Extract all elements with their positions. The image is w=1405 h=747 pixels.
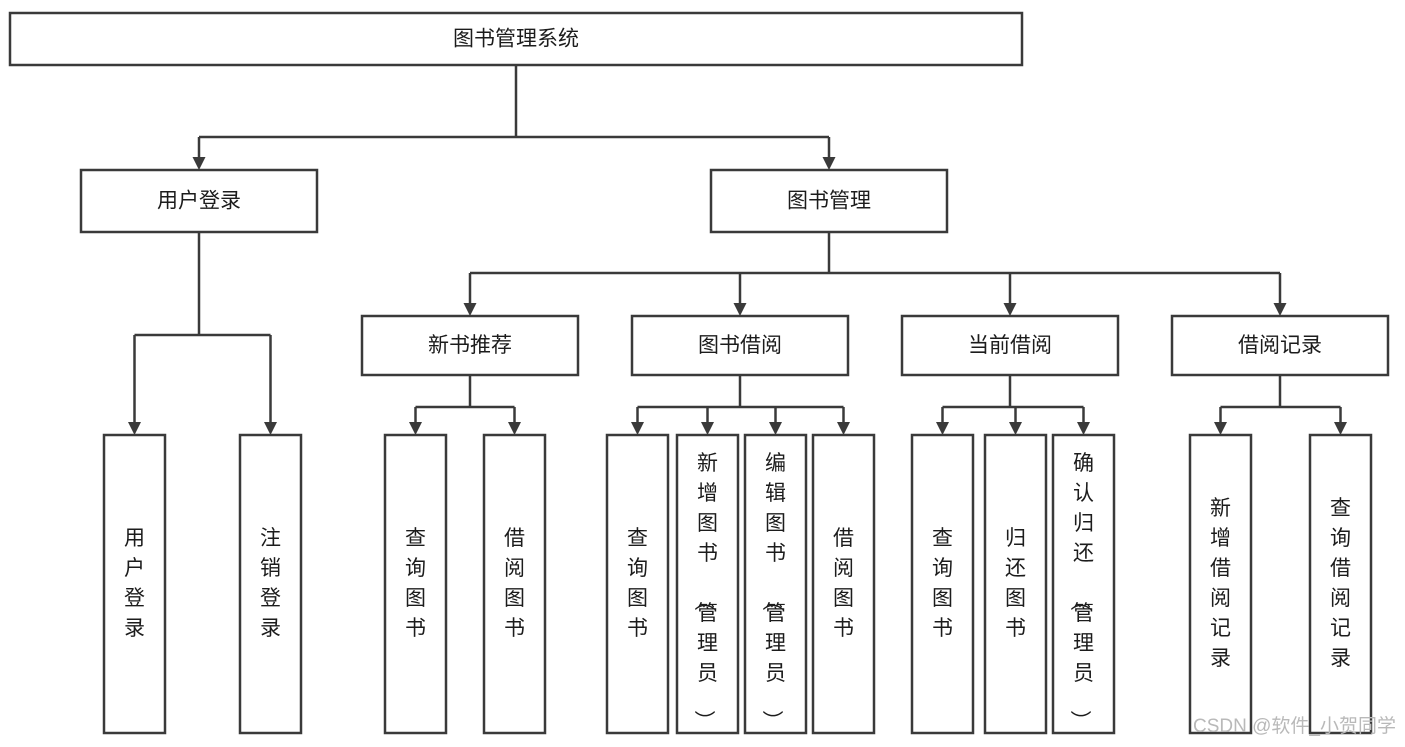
node-leaf-query-book-current[interactable]: 查询图书 [910,433,975,735]
node-label: 用户登录 [124,527,145,640]
watermark-label: CSDN @软件_小贺同学 [1193,715,1396,737]
node-book-borrow[interactable]: 图书借阅 [630,314,850,377]
node-label: 查询图书 [627,527,648,640]
node-label: 借阅记录 [1238,334,1322,357]
node-root-图书管理系统[interactable]: 图书管理系统 [8,11,1024,67]
node-book-management[interactable]: 图书管理 [709,168,949,234]
node-leaf-query-borrow-record[interactable]: 查询借阅记录 [1308,433,1373,735]
node-leaf-user-login[interactable]: 用户登录 [102,433,167,735]
node-label: 新书推荐 [428,334,512,357]
node-leaf-query-book-borrow[interactable]: 查询图书 [605,433,670,735]
node-label: 新增借阅记录 [1210,497,1231,670]
node-label: 编辑图书（管理员） [760,452,786,731]
edges-layer [128,65,1347,435]
node-label: 注销登录 [260,527,281,640]
node-leaf-query-book-recommend[interactable]: 查询图书 [383,433,448,735]
node-leaf-borrow-book-recommend[interactable]: 借阅图书 [482,433,547,735]
node-label: 查询借阅记录 [1330,497,1351,670]
node-leaf-return-book[interactable]: 归还图书 [983,433,1048,735]
node-leaf-add-book-admin[interactable]: 新增图书（管理员） [675,433,740,735]
node-leaf-add-borrow-record[interactable]: 新增借阅记录 [1188,433,1253,735]
node-label: 归还图书 [1005,527,1026,640]
node-new-book-recommend[interactable]: 新书推荐 [360,314,580,377]
node-label: 借阅图书 [504,527,525,640]
edge-bookmgmt-to-level2 [463,232,1287,316]
node-label: 图书借阅 [698,334,782,357]
edge-current-to-leaves [936,375,1090,435]
node-label: 确认归还（管理员） [1068,452,1094,731]
node-label: 用户登录 [157,190,241,213]
node-current-borrow[interactable]: 当前借阅 [900,314,1120,377]
node-label: 新增图书（管理员） [692,452,718,731]
node-leaf-edit-book-admin[interactable]: 编辑图书（管理员） [743,433,808,735]
node-label: 当前借阅 [968,334,1052,357]
node-leaf-logout-login[interactable]: 注销登录 [238,433,303,735]
nodes-layer: 图书管理系统用户登录图书管理新书推荐图书借阅当前借阅借阅记录用户登录注销登录查询… [8,11,1390,735]
edge-recommend-to-leaves [409,375,521,435]
edge-userlogin-to-leaves [128,232,277,435]
node-label: 图书管理系统 [453,28,579,51]
edge-borrow-to-leaves [631,375,850,435]
node-label: 借阅图书 [833,527,854,640]
edge-root-to-level1 [192,65,836,170]
node-leaf-confirm-return-admin[interactable]: 确认归还（管理员） [1051,433,1116,735]
node-label: 查询图书 [405,527,426,640]
node-borrow-record[interactable]: 借阅记录 [1170,314,1390,377]
node-label: 查询图书 [932,527,953,640]
node-user-login[interactable]: 用户登录 [79,168,319,234]
node-leaf-borrow-book[interactable]: 借阅图书 [811,433,876,735]
edge-record-to-leaves [1214,375,1347,435]
node-label: 图书管理 [787,190,871,213]
